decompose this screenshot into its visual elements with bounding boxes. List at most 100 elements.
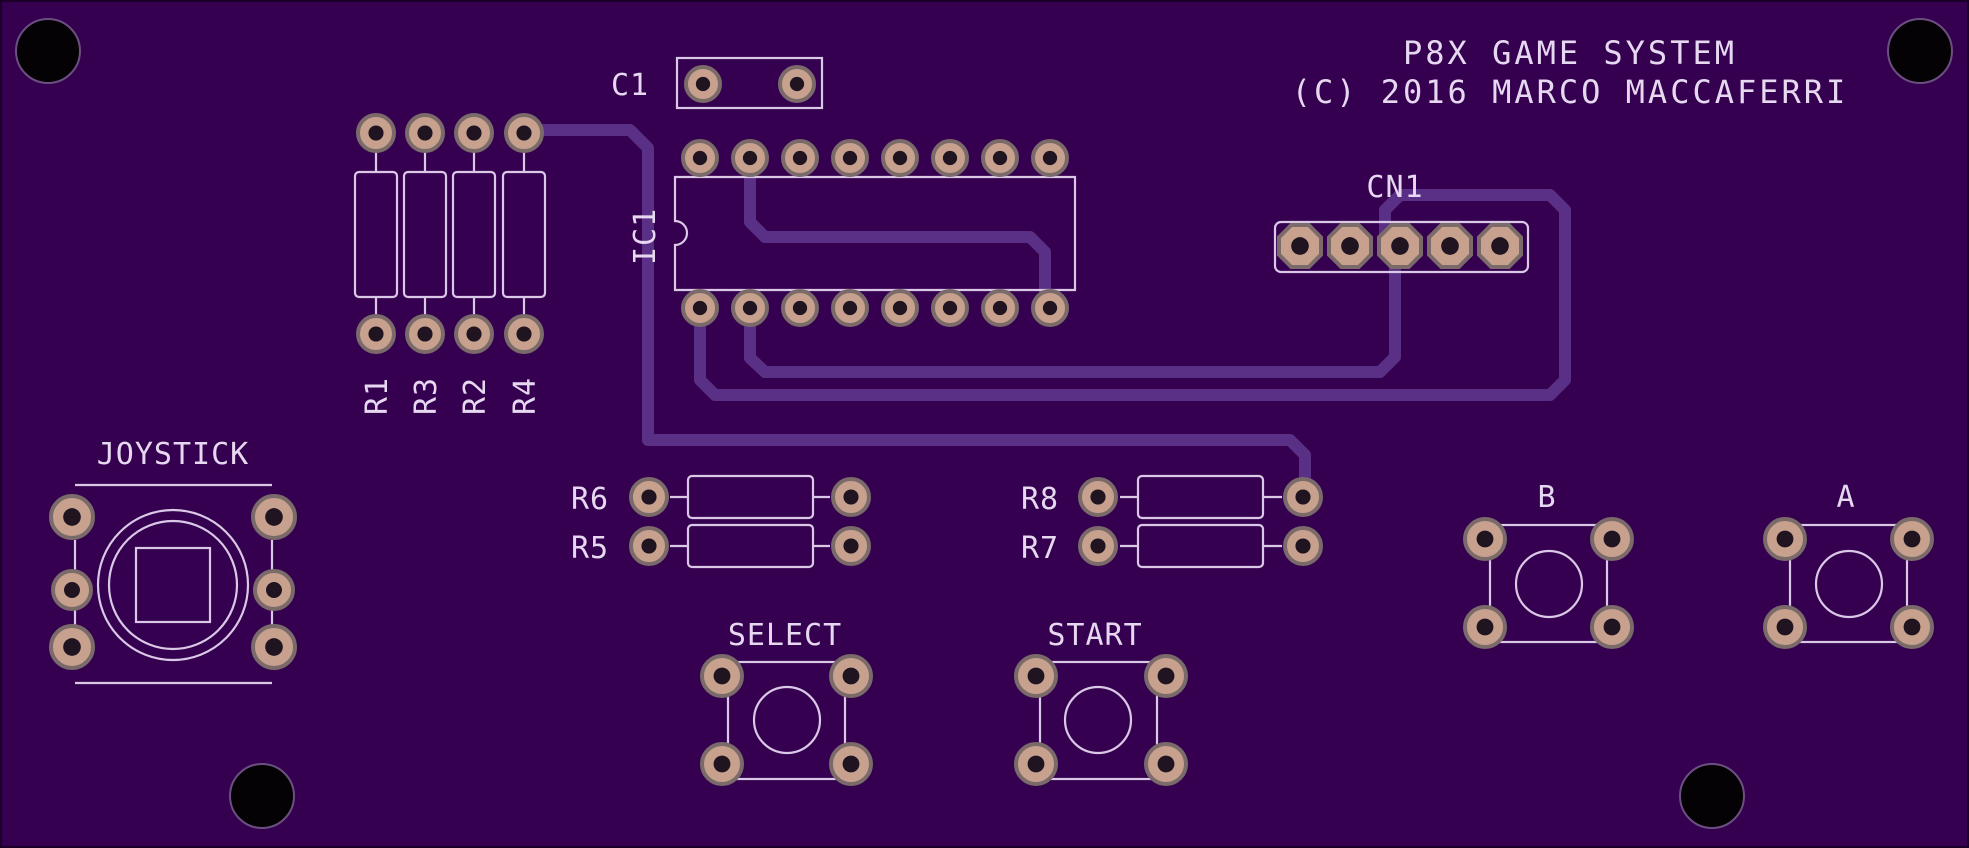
start-actuator <box>1063 685 1133 755</box>
r8-pad-1 <box>1078 477 1118 517</box>
b-pad-tl-drill <box>1476 530 1494 548</box>
start-pad-tr-drill <box>1157 667 1175 685</box>
ic1-pin-bottom-5 <box>881 289 919 327</box>
r6-label: R6 <box>571 482 609 517</box>
ic1-pin-bottom-1 <box>681 289 719 327</box>
r1-pad-2 <box>356 314 396 354</box>
ic1-pin-top-8 <box>1031 139 1069 177</box>
r3-label: R3 <box>409 377 444 415</box>
c1-pad-1 <box>684 65 722 103</box>
ic1-pin-top-8-drill <box>1042 150 1058 166</box>
start-pad-br <box>1144 742 1188 786</box>
board-copyright: (C) 2016 MARCO MACCAFERRI <box>1292 73 1849 111</box>
ic1-dip16: IC1 <box>628 175 1077 292</box>
ic1-pin-top-6 <box>931 139 969 177</box>
a-actuator <box>1814 549 1884 619</box>
mount-hole-bottom-left <box>229 763 295 829</box>
resistor-r3: R3 <box>402 150 448 415</box>
r3-pad-2-drill <box>417 326 433 342</box>
ic1-pin-bottom-5-drill <box>892 300 908 316</box>
ic1-pin-bottom-6 <box>931 289 969 327</box>
r6-pad-2 <box>831 477 871 517</box>
r5-pad-1 <box>629 526 669 566</box>
ic1-pin-top-7 <box>981 139 1019 177</box>
r1-pad-2-drill <box>368 326 384 342</box>
joystick-pad-ml <box>51 569 93 611</box>
board-title: P8X GAME SYSTEM <box>1403 34 1737 72</box>
resistor-r2: R2 <box>451 150 497 415</box>
ic1-pin-bottom-1-drill <box>692 300 708 316</box>
select-pad-tr-drill <box>842 667 860 685</box>
b-pad-bl-drill <box>1476 618 1494 636</box>
ic1-pin-top-2 <box>731 139 769 177</box>
select-pad-bl <box>700 742 744 786</box>
ic1-pin-top-7-drill <box>992 150 1008 166</box>
select-button[interactable]: SELECT <box>726 618 847 781</box>
r8-pad-1-drill <box>1090 489 1106 505</box>
cn1-pin-1 <box>1277 223 1323 269</box>
b-button[interactable]: B <box>1488 480 1609 644</box>
ic1-pin-bottom-4 <box>831 289 869 327</box>
select-pad-bl-drill <box>713 755 731 773</box>
select-pad-tl-drill <box>713 667 731 685</box>
c1-pad-2 <box>778 65 816 103</box>
ic1-outline <box>673 175 1077 292</box>
r6-pad-1-drill <box>641 489 657 505</box>
ic1-pin-top-2-drill <box>742 150 758 166</box>
r4-pad-2-drill <box>516 326 532 342</box>
c1-label: C1 <box>611 68 649 103</box>
resistor-r7: R7 <box>1021 523 1282 569</box>
r4-label: R4 <box>508 377 543 415</box>
joystick-label: JOYSTICK <box>97 437 250 472</box>
r8-pad-2-drill <box>1295 489 1311 505</box>
joystick-pad-mr <box>253 569 295 611</box>
ic1-pin-top-3-drill <box>792 150 808 166</box>
mounting-holes <box>15 18 1953 829</box>
r3-pad-1-drill <box>417 125 433 141</box>
resistor-r8: R8 <box>1021 474 1282 520</box>
start-label: START <box>1047 618 1142 653</box>
r7-label: R7 <box>1021 531 1059 566</box>
c1-outline <box>675 56 824 110</box>
capacitor-c1: C1 <box>611 56 824 110</box>
joystick-footprint[interactable]: JOYSTICK <box>73 437 274 685</box>
a-button[interactable]: A <box>1788 480 1909 644</box>
copper-traces <box>514 124 1571 501</box>
ic1-pin-bottom-4-drill <box>842 300 858 316</box>
joystick-ring-inner <box>107 519 239 651</box>
select-actuator <box>752 685 822 755</box>
b-outline <box>1488 523 1609 644</box>
cn1-pin-2-drill <box>1341 237 1359 255</box>
start-outline <box>1038 660 1159 781</box>
a-pad-bl-drill <box>1776 618 1794 636</box>
start-pad-tr <box>1144 654 1188 698</box>
ic1-pin-top-5-drill <box>892 150 908 166</box>
joystick-pad-tr-drill <box>265 508 283 526</box>
ic1-pin-bottom-2 <box>731 289 769 327</box>
a-pad-tr <box>1890 517 1934 561</box>
b-pad-tr <box>1590 517 1634 561</box>
start-button[interactable]: START <box>1038 618 1159 781</box>
select-pad-br <box>829 742 873 786</box>
r2-pad-1-drill <box>466 125 482 141</box>
b-pad-br-drill <box>1603 618 1621 636</box>
c1-pad-1-drill <box>695 76 711 92</box>
trace-ic1-pin10-cn1 <box>744 239 1401 378</box>
cn1-pin-4-drill <box>1441 237 1459 255</box>
ic1-pin-top-6-drill <box>942 150 958 166</box>
b-pad-tr-drill <box>1603 530 1621 548</box>
start-pad-tl <box>1014 654 1058 698</box>
start-pad-br-drill <box>1157 755 1175 773</box>
b-pad-bl <box>1463 605 1507 649</box>
r7-pad-2-drill <box>1295 538 1311 554</box>
joystick-pad-br-drill <box>265 638 283 656</box>
ic1-pin-bottom-8 <box>1031 289 1069 327</box>
ic1-pin-top-3 <box>781 139 819 177</box>
start-pad-tl-drill <box>1027 667 1045 685</box>
ic1-label: IC1 <box>628 208 663 265</box>
a-pad-br-drill <box>1903 618 1921 636</box>
a-pad-tr-drill <box>1903 530 1921 548</box>
r4-pad-1 <box>504 113 544 153</box>
r8-label: R8 <box>1021 482 1059 517</box>
